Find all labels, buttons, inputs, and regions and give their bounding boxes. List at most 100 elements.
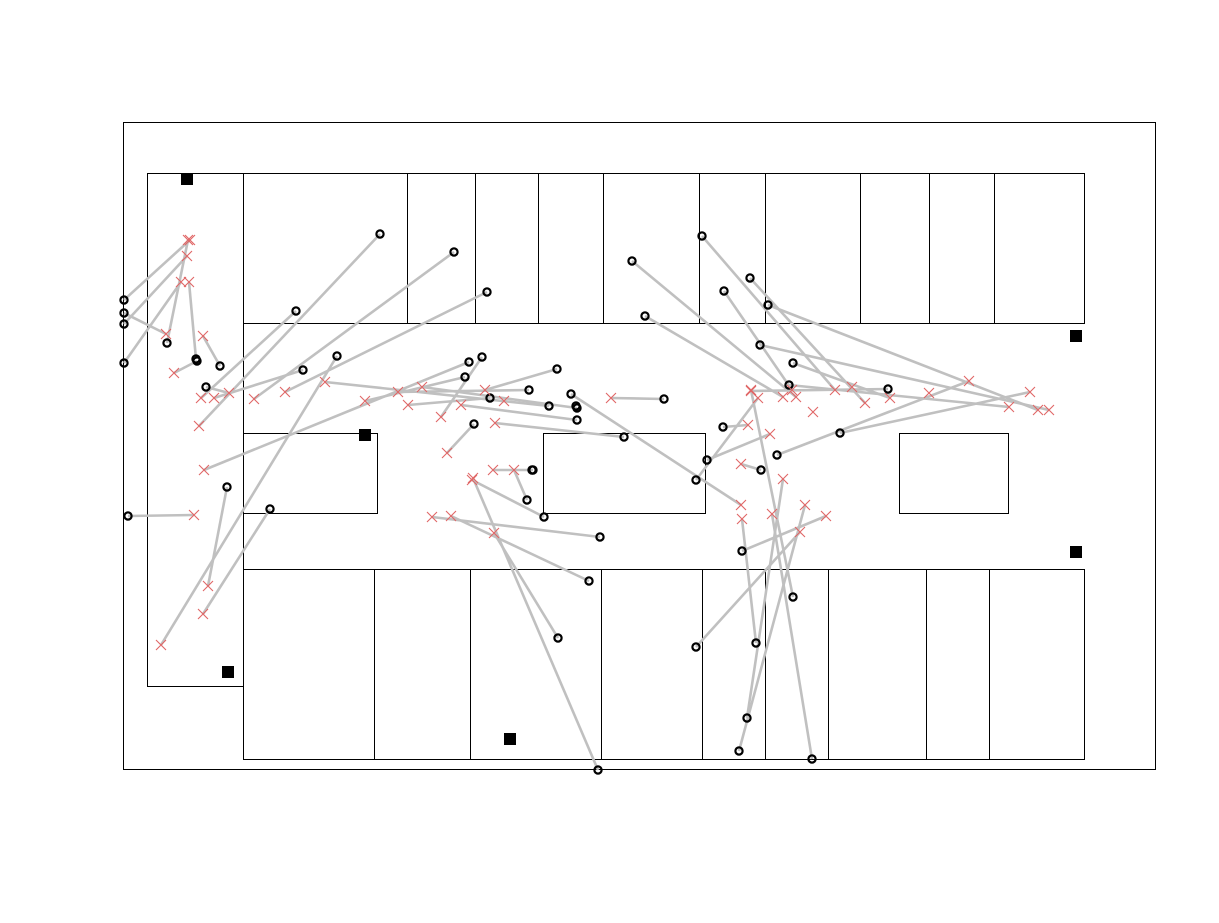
data-point-circle (162, 338, 172, 348)
link-line (749, 389, 795, 598)
link-line (839, 390, 1031, 435)
link-line (749, 277, 866, 404)
data-point-cross (441, 447, 453, 459)
link-line (159, 355, 339, 646)
anchor-square (359, 429, 371, 441)
link-line (206, 486, 229, 587)
data-point-cross (766, 508, 778, 520)
data-point-circle (201, 382, 211, 392)
link-line (471, 477, 600, 771)
room-outline (147, 173, 244, 687)
data-point-circle (835, 428, 845, 438)
data-point-circle (524, 385, 534, 395)
data-point-cross (777, 473, 789, 485)
frame-layer (123, 122, 1156, 770)
link-line (122, 281, 183, 364)
link-line (284, 290, 488, 394)
anchor-square (1070, 330, 1082, 342)
link-line (494, 421, 625, 439)
data-point-cross (859, 397, 871, 409)
data-point-circle (745, 273, 755, 283)
link-line (694, 397, 760, 481)
data-point-cross (197, 330, 209, 342)
data-point-circle (784, 380, 794, 390)
data-point-circle (572, 415, 582, 425)
data-point-cross (197, 608, 209, 620)
links-layer (122, 233, 1050, 771)
data-point-cross (508, 464, 520, 476)
data-point-circle (697, 231, 707, 241)
data-point-cross (829, 384, 841, 396)
room-outline (243, 569, 1085, 760)
data-point-cross (426, 511, 438, 523)
data-point-circle (691, 642, 701, 652)
link-line (631, 259, 797, 399)
link-line (570, 392, 742, 507)
data-point-circle (718, 422, 728, 432)
link-line (776, 379, 970, 457)
link-line (165, 239, 190, 344)
data-point-circle (119, 358, 129, 368)
data-point-cross (742, 419, 754, 431)
data-point-circle (566, 389, 576, 399)
data-point-circle (619, 432, 629, 442)
data-point-circle (640, 311, 650, 321)
anchor-square (1070, 546, 1082, 558)
data-point-cross (175, 276, 187, 288)
data-point-circle (788, 592, 798, 602)
room-outline (543, 433, 706, 514)
data-point-circle (291, 306, 301, 316)
data-point-cross (208, 392, 220, 404)
data-point-cross (319, 376, 331, 388)
link-line (644, 314, 784, 399)
link-line (324, 380, 550, 408)
data-point-circle (595, 532, 605, 542)
link-line (512, 469, 529, 501)
data-point-circle (449, 247, 459, 257)
data-point-circle (627, 256, 637, 266)
data-point-circle (522, 495, 532, 505)
data-point-cross (202, 580, 214, 592)
link-line (701, 235, 836, 391)
link-line (770, 513, 814, 760)
data-point-circle (552, 364, 562, 374)
data-point-circle (734, 746, 744, 756)
data-point-cross (1043, 404, 1055, 416)
data-point-circle (742, 713, 752, 723)
data-point-circle (469, 419, 479, 429)
data-point-circle (772, 450, 782, 460)
data-point-circle (719, 286, 729, 296)
link-line (484, 367, 558, 392)
link-line (471, 478, 545, 519)
data-point-cross (745, 384, 757, 396)
circles-layer (119, 229, 893, 775)
data-point-cross (416, 381, 428, 393)
link-line (187, 281, 198, 360)
room-outline (243, 433, 378, 514)
link-line (460, 403, 578, 422)
data-point-cross (799, 499, 811, 511)
link-line (123, 239, 191, 301)
data-point-circle (123, 511, 133, 521)
anchor-square (504, 733, 516, 745)
link-line (203, 360, 470, 472)
link-line (740, 518, 758, 644)
data-point-cross (735, 458, 747, 470)
data-point-cross (195, 392, 207, 404)
data-point-cross (188, 509, 200, 521)
link-line (722, 290, 794, 391)
data-point-circle (215, 361, 225, 371)
link-line (792, 361, 891, 400)
data-point-circle (593, 765, 603, 775)
data-point-circle (119, 308, 129, 318)
data-point-circle (571, 401, 581, 411)
link-line (364, 375, 466, 403)
data-point-cross (764, 428, 776, 440)
link-line (439, 356, 484, 418)
link-line (201, 508, 272, 615)
data-point-circle (553, 633, 563, 643)
data-point-cross (402, 399, 414, 411)
data-point-circle (763, 300, 773, 310)
data-point-circle (737, 546, 747, 556)
data-point-cross (489, 417, 501, 429)
